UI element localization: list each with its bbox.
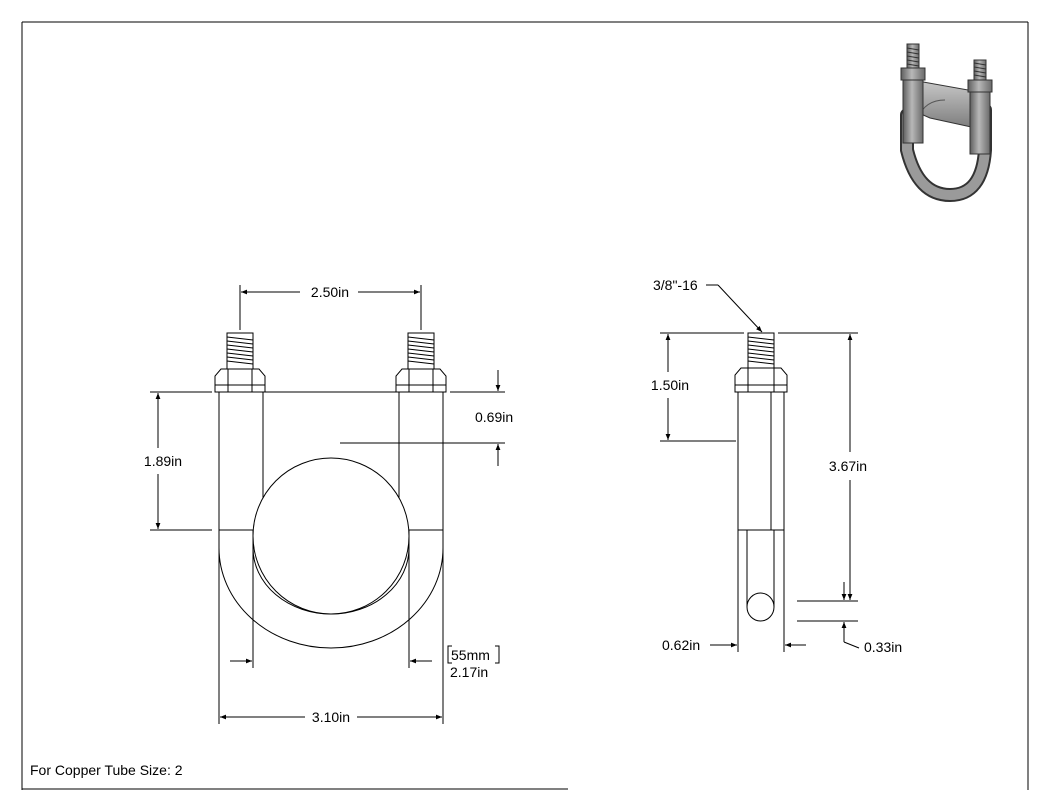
- dim-tube-diameter: 55mm 2.17in: [230, 548, 500, 680]
- drawing-caption: For Copper Tube Size: 2: [30, 762, 183, 778]
- sheet-border: [21, 21, 1029, 790]
- dim-thread-length: 1.50in: [651, 332, 744, 442]
- dim-bracket-gap-label: 0.69in: [475, 409, 513, 425]
- dim-thread-length-label: 1.50in: [651, 377, 689, 393]
- thread-callout: 3/8"-16: [653, 277, 763, 333]
- tube-circle: [252, 457, 410, 615]
- dim-overall-height: 3.67in: [778, 332, 867, 602]
- dim-side-width: 0.62in: [662, 530, 806, 653]
- left-thread: [226, 332, 254, 370]
- side-view: 3/8"-16 1.50in 3.67in 0.62in: [651, 277, 902, 655]
- dim-overall-width-label: 3.10in: [312, 709, 350, 725]
- thread-callout-label: 3/8"-16: [653, 277, 698, 293]
- dim-side-width-label: 0.62in: [662, 637, 700, 653]
- u-bolt-loop: [218, 530, 444, 649]
- dim-bolt-spacing-label: 2.50in: [311, 284, 349, 300]
- dim-bolt-spacing: 2.50in: [239, 284, 422, 330]
- dim-bracket-gap: 0.69in: [340, 370, 513, 466]
- left-leg: [218, 391, 264, 531]
- side-nut: [734, 367, 788, 393]
- u-bolt-clamp-icon: [900, 43, 993, 203]
- dim-rod-diameter: 0.33in: [797, 582, 902, 655]
- front-view: 2.50in 1.89in 0.69in 55mm 2.17: [144, 284, 513, 725]
- dim-body-height: 1.89in: [144, 391, 212, 531]
- side-rod: [746, 530, 775, 607]
- dim-tube-diameter-in: 2.17in: [450, 664, 488, 680]
- dim-rod-diameter-label: 0.33in: [864, 639, 902, 655]
- right-nut: [395, 368, 447, 393]
- side-thread: [747, 332, 775, 369]
- right-leg: [398, 391, 444, 531]
- dim-overall-width: 3.10in: [218, 548, 444, 725]
- dim-tube-diameter-mm: 55mm: [451, 647, 490, 663]
- dim-overall-height-label: 3.67in: [829, 458, 867, 474]
- dim-body-height-label: 1.89in: [144, 453, 182, 469]
- left-nut: [214, 368, 266, 393]
- right-thread: [407, 332, 435, 370]
- side-leg: [737, 391, 785, 531]
